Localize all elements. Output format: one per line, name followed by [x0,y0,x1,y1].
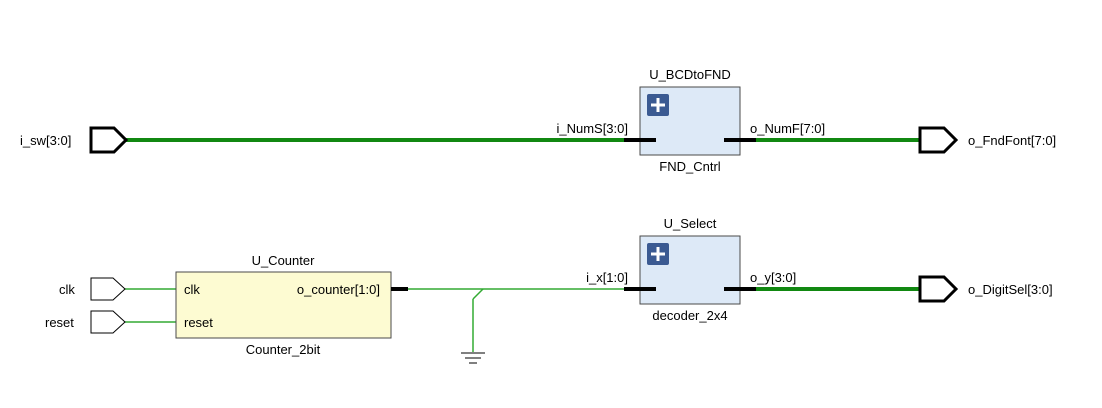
output-port-icon [918,275,959,303]
plus-icon [651,247,665,261]
expand-button[interactable] [647,94,669,116]
wires [125,138,920,352]
port-label-clk: clk [59,282,75,297]
instance-name: U_Select [664,216,717,231]
ground-icon [461,352,485,364]
input-port-icon [90,310,126,334]
port-o-digitsel[interactable]: o_DigitSel[3:0] [918,275,1053,303]
module-name: FND_Cntrl [659,159,721,174]
module-name: decoder_2x4 [652,308,727,323]
pin-label-i-x: i_x[1:0] [586,270,628,285]
module-name: Counter_2bit [246,342,321,357]
expand-button[interactable] [647,243,669,265]
module-box[interactable] [175,271,392,339]
input-port-icon [89,126,129,154]
port-label-i-sw: i_sw[3:0] [20,133,71,148]
port-i-sw[interactable]: i_sw[3:0] [20,126,129,154]
port-o-fndfont[interactable]: o_FndFont[7:0] [918,126,1056,154]
pin-label-reset: reset [184,315,213,330]
input-port-icon [90,277,126,301]
port-reset[interactable]: reset [45,310,126,334]
port-clk[interactable]: clk [59,277,126,301]
instance-u-select[interactable]: U_Select i_x[1:0] o_y[3:0] decoder_2x4 [586,216,796,323]
pin-label-clk: clk [184,282,200,297]
net-wire-unused-bit[interactable] [472,288,484,300]
instance-name: U_BCDtoFND [649,67,731,82]
pin-label-o-y: o_y[3:0] [750,270,796,285]
instance-u-counter[interactable]: U_Counter clk reset o_counter[1:0] Count… [175,253,408,357]
port-label-o-fndfont: o_FndFont[7:0] [968,133,1056,148]
pin-label-i-nums: i_NumS[3:0] [556,121,628,136]
instance-name: U_Counter [252,253,316,268]
port-label-reset: reset [45,315,74,330]
pin-label-o-counter: o_counter[1:0] [297,282,380,297]
pin-label-o-numf: o_NumF[7:0] [750,121,825,136]
instance-u-bcdtofnd[interactable]: U_BCDtoFND i_NumS[3:0] o_NumF[7:0] FND_C… [556,67,825,174]
port-label-o-digitsel: o_DigitSel[3:0] [968,282,1053,297]
output-port-icon [918,126,959,154]
plus-icon [651,98,665,112]
